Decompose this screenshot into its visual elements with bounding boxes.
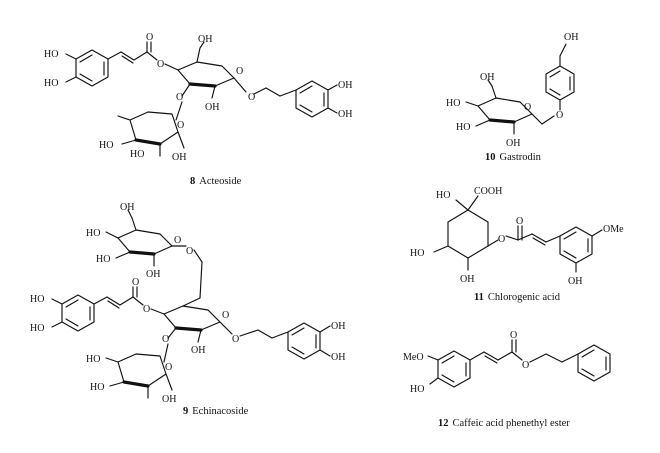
label-oh: OH bbox=[338, 80, 352, 91]
label-o: O bbox=[498, 234, 505, 245]
label-o: O bbox=[522, 360, 529, 371]
label-ho: HO bbox=[96, 254, 110, 265]
label-oh: OH bbox=[564, 32, 578, 43]
label-o: O bbox=[143, 304, 150, 315]
label-o: O bbox=[132, 277, 139, 288]
label-oh: OH bbox=[331, 321, 345, 332]
cape-atom-labels: MeO HO O O bbox=[403, 330, 529, 395]
label-o: O bbox=[248, 92, 255, 103]
label-o: O bbox=[176, 92, 183, 103]
label-o: O bbox=[165, 362, 172, 373]
label-o: O bbox=[232, 334, 239, 345]
label-o: O bbox=[157, 59, 164, 70]
label-oh: OH bbox=[191, 345, 205, 356]
acteoside-atom-labels: HO HO O O OH O O OH O O OH OH HO HO OH bbox=[44, 32, 352, 163]
label-o: O bbox=[556, 110, 563, 121]
echinacoside-atom-labels: OH HO HO OH O O HO HO O O O O OH O O OH … bbox=[30, 202, 345, 405]
label-ho: HO bbox=[436, 190, 450, 201]
structure-acteoside bbox=[65, 41, 338, 157]
structure-echinacoside bbox=[51, 209, 331, 399]
label-ome: OMe bbox=[603, 224, 624, 235]
label-ho: HO bbox=[456, 122, 470, 133]
label-o: O bbox=[186, 246, 193, 257]
label-oh: OH bbox=[198, 34, 212, 45]
label-o: O bbox=[222, 310, 229, 321]
label-oh: OH bbox=[338, 109, 352, 120]
label-oh: OH bbox=[205, 102, 219, 113]
label-oh: OH bbox=[120, 202, 134, 213]
label-oh: OH bbox=[162, 394, 176, 405]
structure-cape bbox=[427, 339, 611, 388]
label-o: O bbox=[177, 120, 184, 131]
label-ho: HO bbox=[44, 78, 58, 89]
label-o: O bbox=[146, 32, 153, 43]
gastrodin-atom-labels: OH OH HO HO OH O O bbox=[446, 32, 578, 149]
structure-gastrodin bbox=[465, 43, 575, 135]
label-o: O bbox=[162, 334, 169, 345]
label-ho: HO bbox=[410, 384, 424, 395]
label-o: O bbox=[236, 66, 243, 77]
label-oh: OH bbox=[460, 274, 474, 285]
label-oh: OH bbox=[331, 352, 345, 363]
label-ho: HO bbox=[446, 98, 460, 109]
chlorogenic-acid-atom-labels: HO COOH HO OH O O OMe OH bbox=[410, 186, 624, 287]
label-ho: HO bbox=[90, 382, 104, 393]
label-ho: HO bbox=[99, 140, 113, 151]
label-oh: OH bbox=[172, 152, 186, 163]
label-ho: HO bbox=[86, 354, 100, 365]
label-ho: HO bbox=[130, 149, 144, 160]
label-oh: OH bbox=[480, 72, 494, 83]
label-oh: OH bbox=[146, 269, 160, 280]
label-ho: HO bbox=[410, 248, 424, 259]
label-o: O bbox=[524, 102, 531, 113]
label-oh: OH bbox=[568, 276, 582, 287]
label-ho: HO bbox=[30, 294, 44, 305]
label-ho: HO bbox=[44, 49, 58, 60]
label-ho: HO bbox=[30, 323, 44, 334]
structure-chlorogenic-acid bbox=[433, 195, 603, 273]
label-oh: OH bbox=[506, 138, 520, 149]
label-cooh: COOH bbox=[474, 186, 502, 197]
label-meo: MeO bbox=[403, 352, 424, 363]
label-o: O bbox=[516, 216, 523, 227]
label-ho: HO bbox=[86, 228, 100, 239]
label-o: O bbox=[174, 235, 181, 246]
label-o: O bbox=[510, 330, 517, 341]
